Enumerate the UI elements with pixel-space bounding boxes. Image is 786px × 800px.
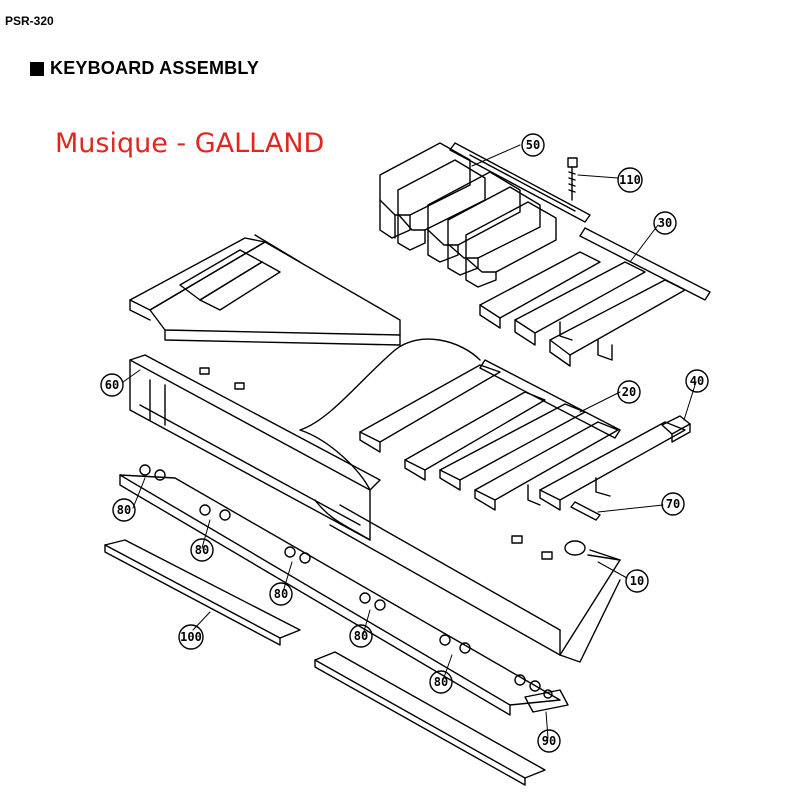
callout-80-label: 80 bbox=[195, 543, 209, 557]
callout-10-label: 10 bbox=[630, 574, 644, 588]
callout-20: 20 bbox=[617, 380, 641, 404]
callout-100-label: 100 bbox=[180, 630, 202, 644]
callout-70: 70 bbox=[661, 492, 685, 516]
callout-20-label: 20 bbox=[622, 385, 636, 399]
callout-80-second: 80 bbox=[190, 538, 214, 562]
callout-40: 40 bbox=[685, 369, 709, 393]
callout-80-fifth: 80 bbox=[429, 670, 453, 694]
part-40-clip bbox=[661, 415, 691, 443]
callout-30-label: 30 bbox=[658, 216, 672, 230]
callout-40-label: 40 bbox=[690, 374, 704, 388]
callout-80-label: 80 bbox=[274, 587, 288, 601]
section-title: KEYBOARD ASSEMBLY bbox=[50, 58, 260, 78]
callout-50-label: 50 bbox=[526, 138, 540, 152]
bullet-square-icon bbox=[30, 61, 44, 76]
part-80-contact-boards bbox=[119, 464, 561, 716]
callout-110-label: 110 bbox=[619, 173, 641, 187]
part-60-key-strip bbox=[129, 234, 401, 346]
leader-lines bbox=[122, 144, 697, 739]
part-10-frame bbox=[129, 338, 621, 663]
watermark-text: Musique - GALLAND bbox=[55, 128, 325, 159]
callout-80-label: 80 bbox=[354, 629, 368, 643]
callout-80-label: 80 bbox=[434, 675, 448, 689]
part-110-screw bbox=[567, 157, 578, 201]
part-70-strip bbox=[570, 501, 601, 521]
callout-80-first: 80 bbox=[112, 498, 136, 522]
callout-30: 30 bbox=[653, 211, 677, 235]
callout-80-label: 80 bbox=[117, 503, 131, 517]
part-90-board bbox=[524, 689, 569, 713]
callout-60: 60 bbox=[100, 373, 124, 397]
callout-50: 50 bbox=[521, 133, 545, 157]
callout-80-third: 80 bbox=[269, 582, 293, 606]
callout-100: 100 bbox=[178, 624, 204, 650]
callout-110: 110 bbox=[617, 167, 643, 193]
model-number: PSR-320 bbox=[5, 14, 54, 28]
callout-90: 90 bbox=[537, 729, 561, 753]
callout-80-fourth: 80 bbox=[349, 624, 373, 648]
section-heading: KEYBOARD ASSEMBLY bbox=[30, 58, 259, 79]
callout-70-label: 70 bbox=[666, 497, 680, 511]
callout-60-label: 60 bbox=[105, 378, 119, 392]
part-20-white-keys bbox=[359, 359, 686, 511]
callout-90-label: 90 bbox=[542, 734, 556, 748]
part-30-white-keys bbox=[479, 227, 711, 367]
callout-10: 10 bbox=[625, 569, 649, 593]
part-50-black-keys bbox=[379, 142, 591, 288]
part-100-rubber-strips bbox=[104, 539, 546, 786]
